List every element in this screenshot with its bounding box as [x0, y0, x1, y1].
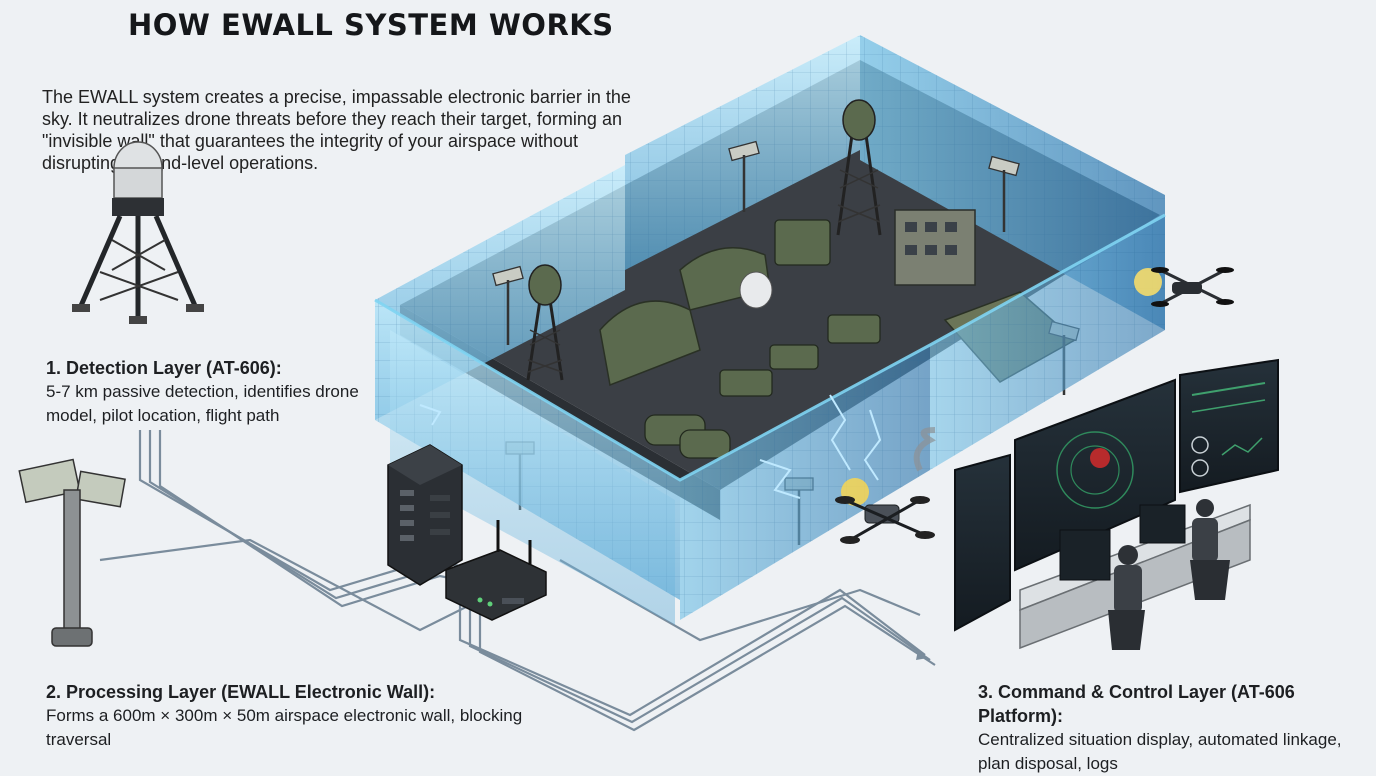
interference-lightning — [419, 394, 882, 499]
radar-tower-icon — [72, 141, 204, 324]
intro-text: The EWALL system creates a precise, impa… — [42, 87, 631, 173]
command-control-layer-heading: 3. Command & Control Layer (AT-606 Platf… — [978, 682, 1295, 726]
processing-layer-caption: 2. Processing Layer (EWALL Electronic Wa… — [46, 680, 526, 752]
cable-arrow-icon — [916, 650, 928, 660]
command-control-layer-description: Centralized situation display, automated… — [978, 730, 1342, 773]
electronic-wall-front — [374, 213, 1166, 625]
panel-antenna-icon — [18, 458, 126, 647]
command-control-layer-caption: 3. Command & Control Layer (AT-606 Platf… — [978, 680, 1368, 776]
radar-tower-icon — [836, 99, 882, 236]
page-title: HOW EWALL SYSTEM WORKS — [128, 8, 614, 42]
radar-tower-icon — [526, 264, 564, 381]
radome-icon — [739, 271, 773, 309]
drone-icon — [1134, 267, 1234, 307]
detection-layer-description: 5-7 km passive detection, identifies dro… — [46, 382, 359, 425]
processing-layer-heading: 2. Processing Layer (EWALL Electronic Wa… — [46, 682, 436, 702]
drone-icon — [835, 427, 936, 544]
operator-console-icon — [954, 358, 1279, 650]
server-rack-icon — [387, 444, 463, 586]
detection-layer-caption: 1. Detection Layer (AT-606): 5-7 km pass… — [46, 356, 376, 428]
detection-layer-heading: 1. Detection Layer (AT-606): — [46, 358, 282, 378]
processing-layer-description: Forms a 600m × 300m × 50m airspace elect… — [46, 706, 523, 749]
router-icon — [445, 520, 547, 621]
base-vehicles — [644, 219, 881, 459]
